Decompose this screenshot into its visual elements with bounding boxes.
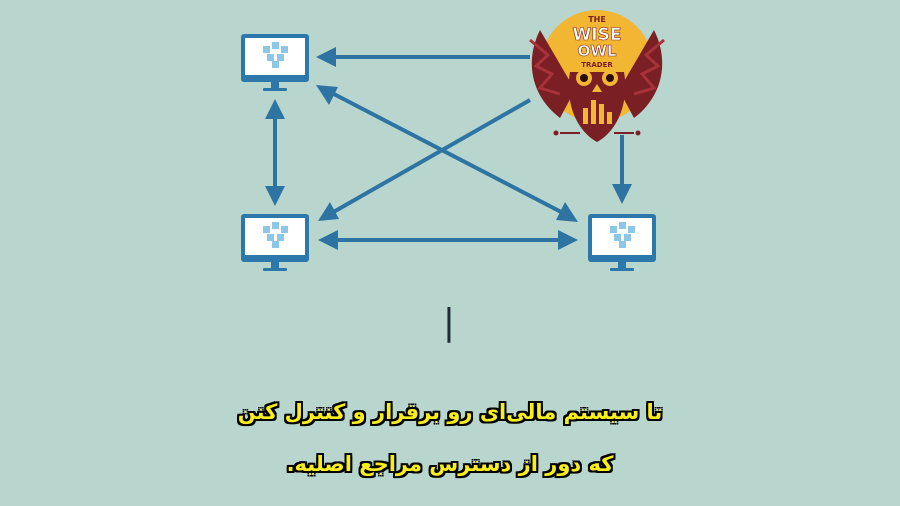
subtitle-line-2: که دور از دسترس مراجع اصلیه. [286,452,614,476]
arrowhead [318,202,339,221]
arrowhead [556,202,578,222]
subtitle-line-1: تا سیستم مالی‌ای رو برقرار و کنترل کنن [237,400,663,424]
logo-line2: WISE [573,25,622,45]
logo-line1: THE [588,15,606,24]
text-cursor: | [443,302,455,343]
computer-bottom-right [588,214,656,271]
wise-owl-logo: THE WISE OWL TRADER [529,10,665,142]
arrow-diagonal-up [329,98,531,216]
arrowhead [265,99,285,119]
computer-bottom-left [241,214,309,271]
logo-line3: OWL [578,42,617,60]
arrowhead [316,85,338,105]
logo-line4: TRADER [581,61,613,69]
arrowhead [316,47,336,67]
computer-top-left [241,34,309,91]
arrowhead [558,230,578,250]
arrowhead [265,186,285,206]
arrow-diagonal-down [329,90,566,216]
arrowhead [612,184,632,204]
arrowhead [318,230,338,250]
